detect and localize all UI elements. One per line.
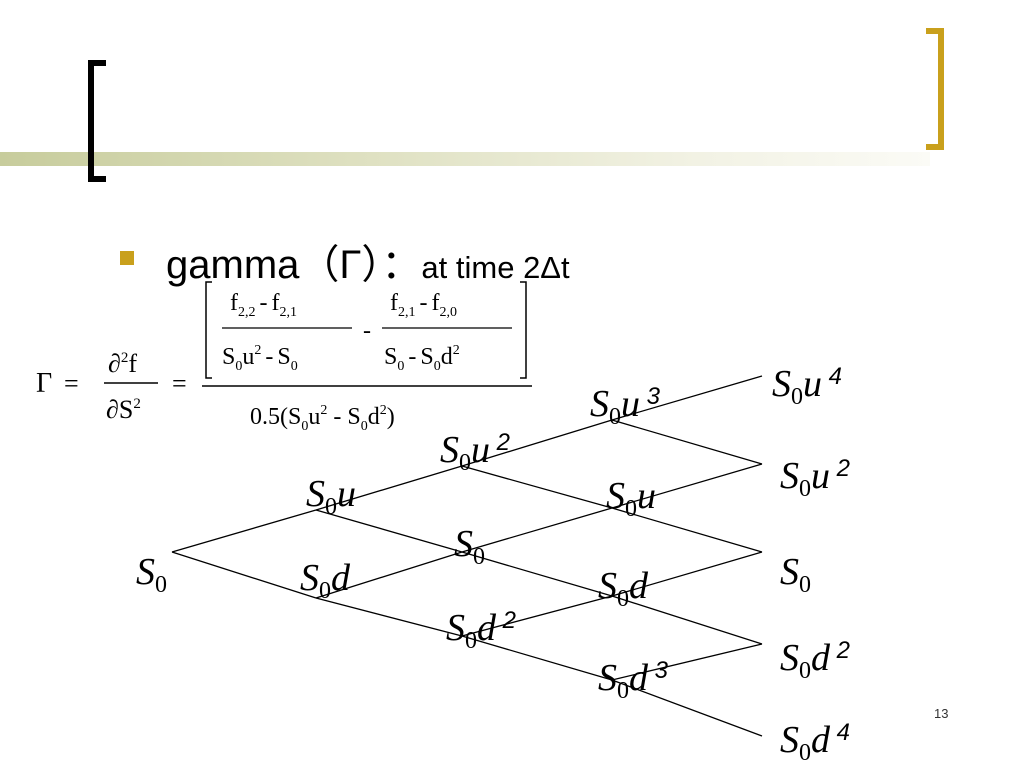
equals-sign-2: = xyxy=(172,369,187,398)
partial-den-exp: 2 xyxy=(133,396,141,412)
bullet-text: gamma（Γ）： xyxy=(166,243,422,287)
partial-den-var: S xyxy=(119,395,133,424)
term2-numerator: f2,1-f2,0 xyxy=(390,290,457,320)
tree-node-label-n43: S0u 2 xyxy=(780,455,850,502)
tree-node-label-n22: S0u 2 xyxy=(440,429,510,476)
tree-edge xyxy=(315,465,463,511)
term1-numerator: f2,2-f2,1 xyxy=(230,290,297,320)
term2-denominator: S0-S0d2 xyxy=(384,343,460,374)
tree-edge xyxy=(611,679,763,737)
partial-num-exp: 2 xyxy=(121,350,129,366)
tree-edge xyxy=(611,419,763,465)
gamma-symbol: Γ xyxy=(36,368,52,399)
tree-edge xyxy=(461,635,613,681)
tree-edge xyxy=(461,551,613,597)
tree-edge xyxy=(315,597,463,637)
tree-node-label-n33: S0u 3 xyxy=(590,383,661,430)
bullet-square-icon xyxy=(120,251,134,265)
tree-node-label-n20: S0d 2 xyxy=(446,607,516,654)
left-bracket-decoration xyxy=(88,60,106,182)
tree-node-label-n00: S0 xyxy=(136,551,167,598)
tree-node-label-n41: S0d 2 xyxy=(780,637,850,684)
term-minus: - xyxy=(363,318,371,344)
gamma-formula: Γ = ∂2f ∂S2 = f2,2-f2,1 S0u2-S0 - f2,1-f… xyxy=(36,281,532,434)
tree-edge xyxy=(611,643,763,681)
tree-node-label-n44: S0u 4 xyxy=(772,363,842,410)
tree-edge xyxy=(611,595,763,645)
tree-node-label-n30: S0d 3 xyxy=(598,657,669,704)
page-number: 13 xyxy=(934,706,949,721)
bullet-tail: at time 2Δt xyxy=(421,250,570,285)
tree-edge xyxy=(171,509,317,553)
bullet-line: gamma（Γ）：at time 2Δt xyxy=(166,232,570,290)
right-bracket-decoration xyxy=(926,28,944,150)
tree-edge xyxy=(461,465,613,509)
tree-edge xyxy=(611,551,763,597)
tree-node-label-n42: S0 xyxy=(780,551,811,598)
tree-edge xyxy=(611,463,763,509)
left-square-bracket xyxy=(205,281,212,379)
right-square-bracket xyxy=(520,281,527,379)
tree-edge xyxy=(315,551,463,599)
term1-denominator: S0u2-S0 xyxy=(222,343,298,374)
partial-denominator: ∂S2 xyxy=(106,395,141,424)
tree-edge xyxy=(461,419,613,467)
main-denominator: 0.5(S0u2 - S0d2) xyxy=(250,403,395,434)
tree-edge xyxy=(611,375,763,421)
tree-edge xyxy=(461,507,613,553)
tree-node-label-n21: S0 xyxy=(454,523,485,570)
tree-node-label-n40: S0d 4 xyxy=(780,719,850,766)
tree-edge xyxy=(461,595,613,637)
equals-sign-1: = xyxy=(64,369,79,398)
tree-edge xyxy=(611,507,763,553)
partial-num-var: f xyxy=(128,349,137,378)
tree-edge xyxy=(315,509,463,553)
tree-node-label-n10: S0d xyxy=(300,557,351,604)
tree-node-label-n11: S0u xyxy=(306,473,356,520)
tree-node-label-n31: S0d xyxy=(598,565,649,612)
tree-node-label-n32: S0u xyxy=(606,475,656,522)
tree-edge xyxy=(171,551,317,599)
title-band xyxy=(0,152,930,166)
